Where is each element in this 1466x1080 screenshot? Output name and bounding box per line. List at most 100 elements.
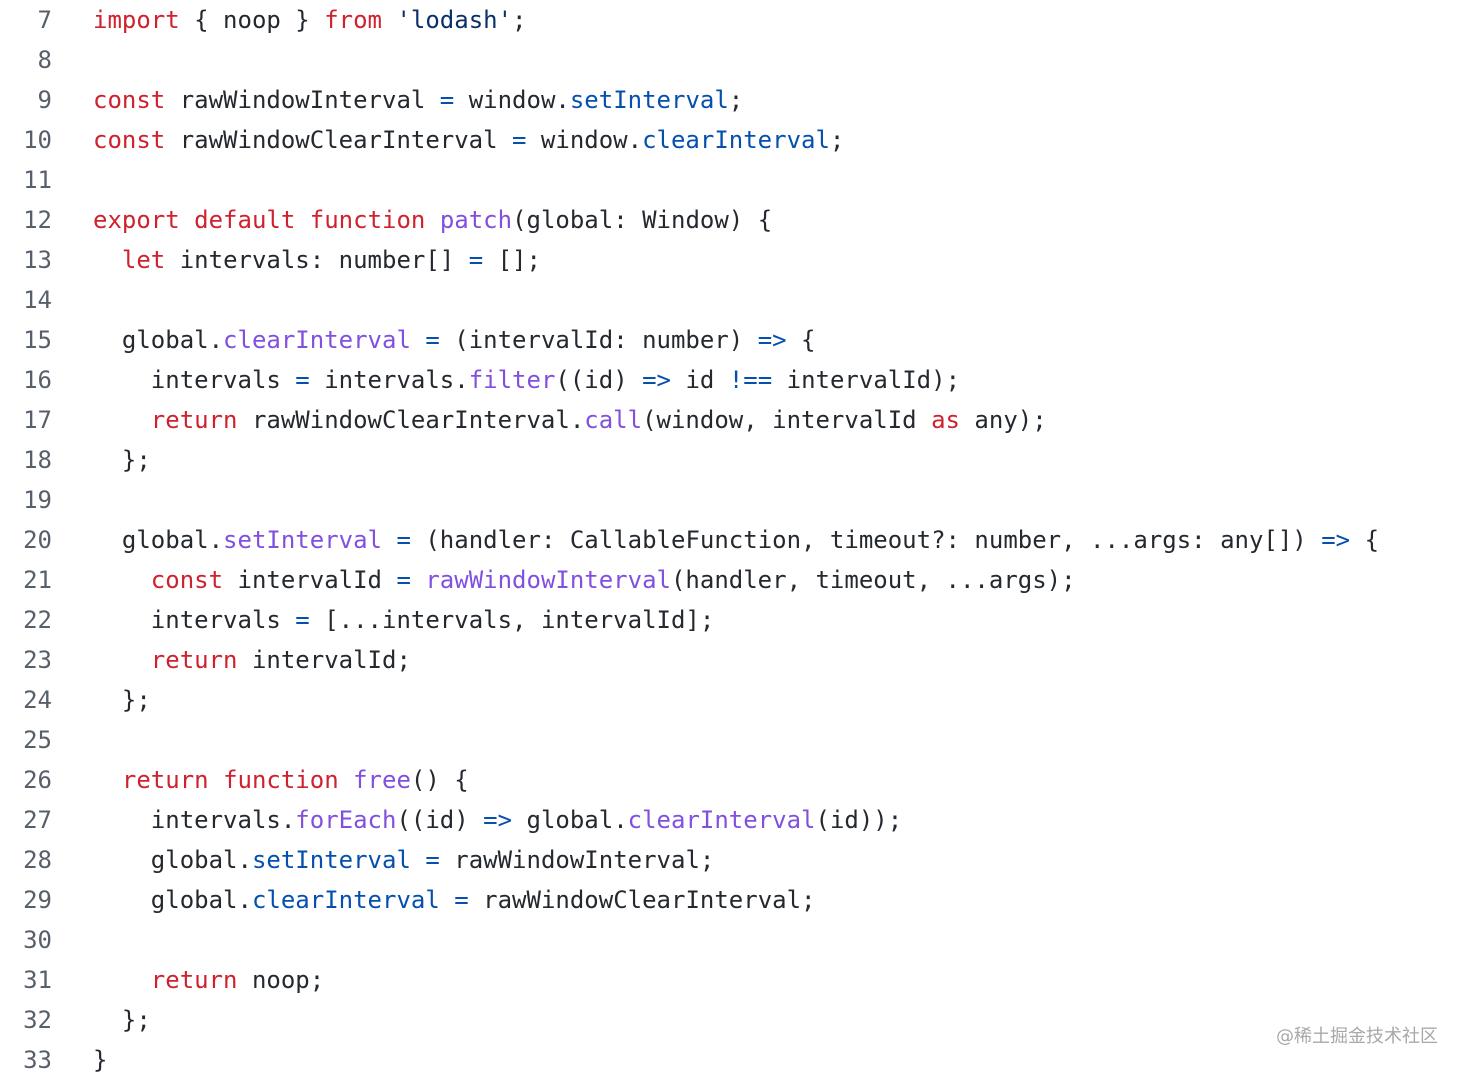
line-code: import { noop } from 'lodash'; [93,0,527,40]
code-line: 30 [0,920,1466,960]
code-token-plain [93,566,151,594]
code-token-keyword: const [93,86,166,114]
code-token-plain: ((id) [555,366,643,394]
line-code: global.clearInterval = (intervalId: numb… [93,320,816,360]
code-token-func: setInterval [223,526,382,554]
code-token-plain: window. [526,126,643,154]
line-code: }; [93,440,151,480]
code-token-plain: ; [728,86,744,114]
line-number: 25 [23,726,52,754]
line-number: 20 [23,526,52,554]
code-token-plain: window. [454,86,570,114]
code-line: 11 [0,160,1466,200]
line-number: 17 [23,406,52,434]
line-number: 11 [23,166,52,194]
code-token-builtin: = [425,846,440,874]
line-number: 30 [23,926,52,954]
code-line: 10 const rawWindowClearInterval = window.… [0,120,1466,160]
code-token-keyword: export [93,206,180,234]
line-number: 31 [23,966,52,994]
code-token-plain [180,206,194,234]
code-line: 27 intervals.forEach((id) => global.clea… [0,800,1466,840]
code-token-plain [93,646,151,674]
code-line: 18 }; [0,440,1466,480]
code-token-builtin: => [642,366,672,394]
line-code: const rawWindowClearInterval = window.cl… [93,120,844,160]
code-token-func: call [584,406,643,434]
line-code: return rawWindowClearInterval.call(windo… [93,400,1047,440]
code-token-plain [93,406,151,434]
line-number: 29 [23,886,52,914]
code-token-keyword: function [223,766,339,794]
code-token-plain: rawWindowClearInterval. [237,406,585,434]
code-token-string: 'lodash' [396,6,513,34]
code-token-plain: id [671,366,729,394]
code-token-plain: global. [93,886,252,914]
code-line: 33} [0,1040,1466,1080]
code-line: 25 [0,720,1466,760]
code-token-plain [209,766,223,794]
line-code: return intervalId; [93,640,411,680]
code-token-plain: rawWindowClearInterval; [468,886,816,914]
line-number: 19 [23,486,52,514]
code-token-builtin: = [396,566,411,594]
code-line: 14 [0,280,1466,320]
code-token-func: clearInterval [627,806,816,834]
code-line: 23 return intervalId; [0,640,1466,680]
code-line: 20 global.setInterval = (handler: Callab… [0,520,1466,560]
code-token-plain: intervals. [93,806,296,834]
code-token-builtin: = [468,246,484,274]
line-code: let intervals: number[] = []; [93,240,541,280]
code-token-builtin: setInterval [569,86,729,114]
code-token-plain: ; [829,126,845,154]
line-number: 24 [23,686,52,714]
code-token-plain: (global: Window) { [512,206,773,234]
watermark: @稀土掘金技术社区 [1276,1026,1438,1047]
line-code: intervals.forEach((id) => global.clearIn… [93,800,902,840]
line-number: 14 [23,286,52,314]
line-code: }; [93,1000,151,1040]
code-line: 32 }; [0,1000,1466,1040]
code-token-plain [93,246,122,274]
line-number: 26 [23,766,52,794]
code-line: 13 let intervals: number[] = []; [0,240,1466,280]
code-token-plain: intervals: number[] [165,246,469,274]
code-token-plain [440,886,454,914]
line-code: } [93,1040,107,1080]
line-number: 8 [37,46,52,74]
code-token-builtin: = [425,326,440,354]
line-code: intervals = [...intervals, intervalId]; [93,600,715,640]
code-token-plain: () { [410,766,469,794]
code-token-plain: { [786,326,816,354]
code-token-plain: (handler, timeout, ...args); [670,566,1076,594]
code-token-plain: (handler: CallableFunction, timeout?: nu… [410,526,1322,554]
code-token-builtin: => [757,326,787,354]
code-token-plain: { noop } [179,6,325,34]
code-token-builtin: = [454,886,469,914]
code-token-keyword: from [324,6,382,34]
code-token-plain [93,966,151,994]
code-token-keyword: import [93,6,180,34]
code-token-builtin: setInterval [251,846,411,874]
code-token-plain: rawWindowInterval; [439,846,715,874]
line-number: 16 [23,366,52,394]
code-token-plain: (intervalId: number) [439,326,758,354]
code-token-keyword: default [194,206,296,234]
code-token-func: rawWindowInterval [425,566,671,594]
code-token-plain [295,206,309,234]
code-line: 22 intervals = [...intervals, intervalId… [0,600,1466,640]
code-token-builtin: clearInterval [642,126,830,154]
line-number: 23 [23,646,52,674]
code-token-plain: } [93,1046,108,1074]
line-code: const intervalId = rawWindowInterval(han… [93,560,1076,600]
code-token-builtin: = [295,366,310,394]
line-number: 10 [23,126,52,154]
code-line: 15 global.clearInterval = (intervalId: n… [0,320,1466,360]
code-token-builtin: = [295,606,310,634]
code-token-plain: intervals [93,606,296,634]
code-line: 17 return rawWindowClearInterval.call(wi… [0,400,1466,440]
code-token-keyword: as [931,406,960,434]
code-line: 16 intervals = intervals.filter((id) => … [0,360,1466,400]
code-line: 29 global.clearInterval = rawWindowClear… [0,880,1466,920]
